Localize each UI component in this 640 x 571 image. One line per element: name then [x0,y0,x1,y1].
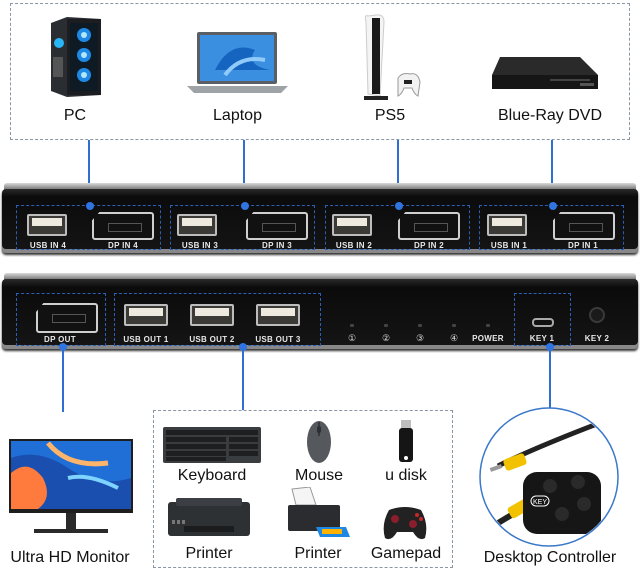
photo-printer-icon [286,486,351,542]
connector-line-controller [549,350,551,408]
usb-out-2-label: USB OUT 2 [189,335,235,344]
connector-line-ps5 [397,140,399,206]
peripheral-label-udisk: u disk [385,467,427,484]
usb-in-1-label: USB IN 1 [490,241,528,250]
usb-out-2-port[interactable] [190,304,234,326]
controller-label: Desktop Controller [483,549,617,566]
led-1-label: ① [348,333,357,343]
connector-dot-bluray [549,202,557,210]
keyboard-icon [163,427,261,463]
power-label: POWER [472,334,504,343]
connector-dot-monitor [59,343,67,351]
usb-in-1-port[interactable] [487,214,527,236]
monitor-label: Ultra HD Monitor [10,549,130,566]
dp-in-3-label: DP IN 3 [262,241,292,250]
mouse-icon [305,420,333,465]
peripheral-label-printer-2: Printer [294,545,342,562]
led-4-label: ④ [450,333,459,343]
connector-line-pc [88,140,90,206]
led-2-label: ② [382,333,391,343]
dp-in-1-label: DP IN 1 [568,241,598,250]
led-4 [452,324,456,327]
dp-out-port[interactable] [36,303,98,333]
led-1 [350,324,354,327]
source-label-pc: PC [63,107,87,124]
key1-group [514,293,571,346]
dp-in-4-label: DP IN 4 [108,241,138,250]
source-label-ps5: PS5 [374,107,406,124]
peripherals-box [153,410,453,568]
controller-key-text: KEY [533,499,547,506]
peripheral-label-keyboard: Keyboard [177,467,247,484]
key1-label: KEY 1 [529,334,555,343]
printer-icon [166,498,252,540]
desktop-controller-icon: KEY [478,406,620,548]
power-led [486,324,490,327]
key2-button[interactable] [589,307,605,323]
usb-out-1-port[interactable] [124,304,168,326]
usb-out-group [114,293,321,346]
usb-in-4-label: USB IN 4 [29,241,67,250]
usb-in-3-port[interactable] [177,214,217,236]
usb-in-2-label: USB IN 2 [335,241,373,250]
dp-in-3-port[interactable] [246,212,308,240]
dp-in-4-port[interactable] [92,212,154,240]
ps5-console-icon [362,12,422,102]
source-label-laptop: Laptop [213,107,262,124]
connector-dot-ps5 [395,202,403,210]
peripheral-label-gamepad: Gamepad [370,545,442,562]
connector-line-laptop [243,140,245,206]
key1-micro-usb-port[interactable] [532,318,554,327]
usb-in-3-label: USB IN 3 [181,241,219,250]
led-3-label: ③ [416,333,425,343]
dp-out-label: DP OUT [44,335,76,344]
kvm-output-top-edge [4,273,636,280]
kvm-input-top-edge [4,183,636,190]
usb-out-3-port[interactable] [256,304,300,326]
source-devices-box [10,3,630,140]
connector-line-monitor [62,350,64,412]
usb-out-1-label: USB OUT 1 [123,335,169,344]
gamepad-icon [381,504,429,542]
dp-in-2-port[interactable] [398,212,460,240]
connector-dot-laptop [241,202,249,210]
connector-dot-peripherals [239,343,247,351]
usb-out-3-label: USB OUT 3 [255,335,301,344]
connector-dot-pc [86,202,94,210]
peripheral-label-printer-1: Printer [185,545,233,562]
dp-in-1-port[interactable] [553,212,615,240]
usb-drive-icon [396,420,416,466]
source-label-bluray: Blue-Ray DVD [497,107,603,124]
led-3 [418,324,422,327]
usb-in-4-port[interactable] [27,214,67,236]
bluray-player-icon [490,55,600,97]
connector-line-bluray [551,140,553,206]
key2-label: KEY 2 [584,334,610,343]
peripheral-label-mouse: Mouse [294,467,344,484]
connector-line-peripherals [242,350,244,410]
dp-in-2-label: DP IN 2 [414,241,444,250]
pc-tower-icon [45,13,105,99]
laptop-icon [185,30,290,96]
usb-in-2-port[interactable] [332,214,372,236]
led-2 [384,324,388,327]
monitor-icon [8,438,134,538]
connector-dot-controller [546,343,554,351]
